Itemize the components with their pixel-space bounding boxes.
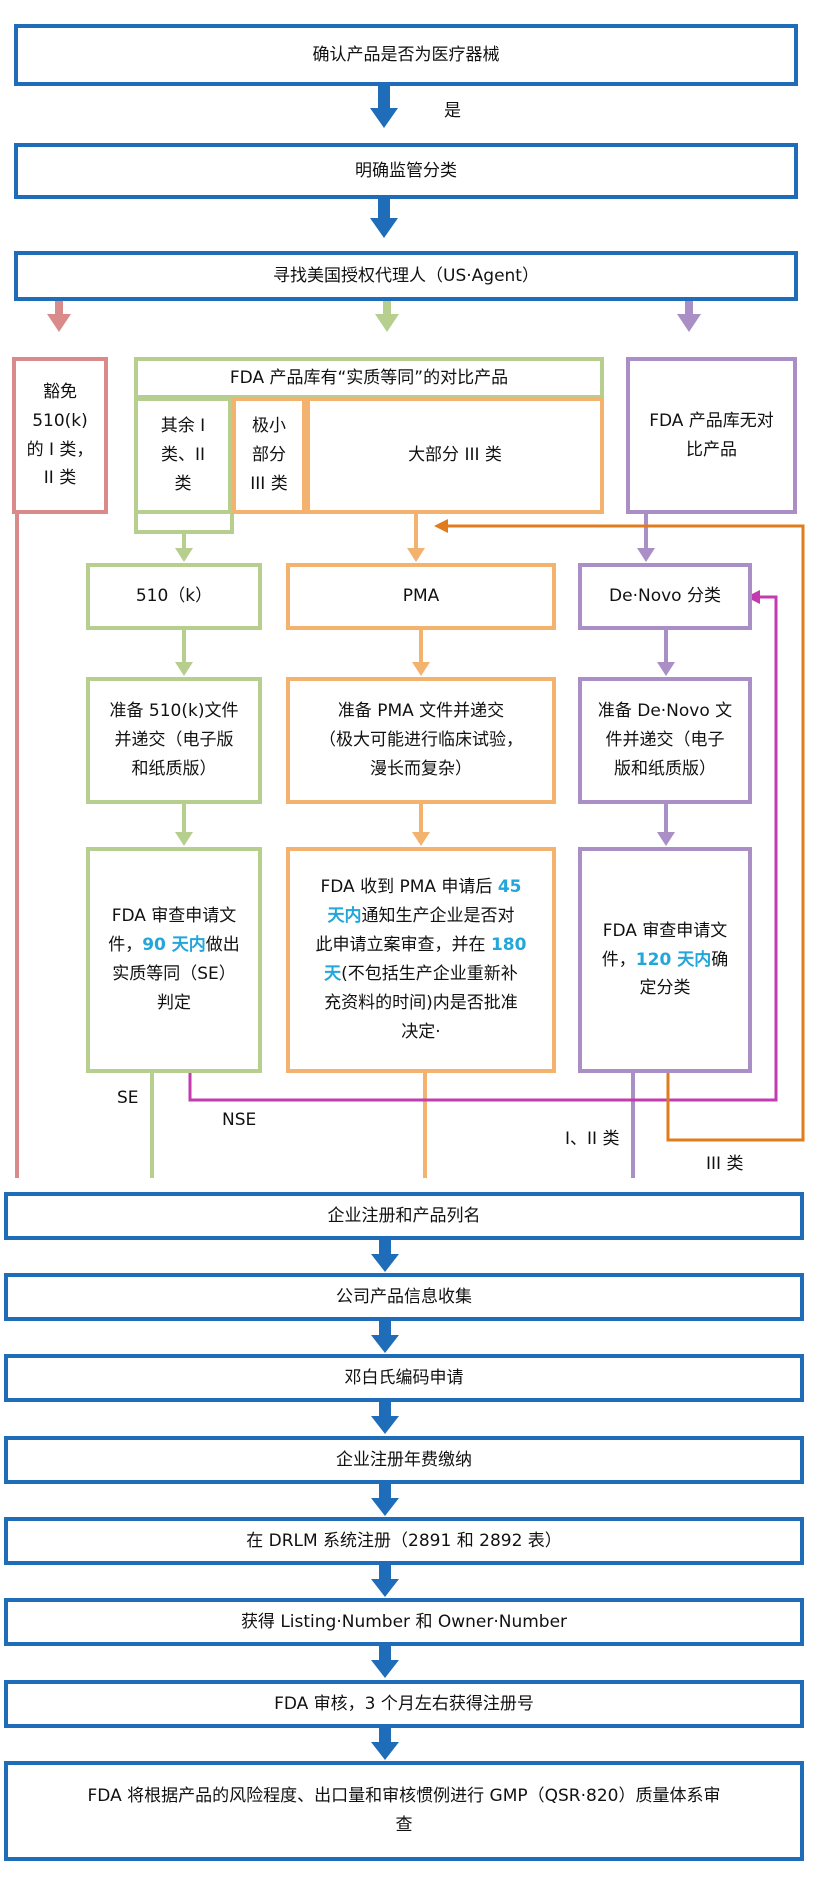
no-equiv-line-1: FDA 产品库无对 <box>649 410 774 431</box>
step-registration-listing: 企业注册和产品列名 <box>4 1192 804 1240</box>
step-us-agent: 寻找美国授权代理人（US·Agent） <box>14 251 798 301</box>
review-pma-line-6: 决定· <box>401 1021 441 1042</box>
class3-line <box>440 524 805 1142</box>
prepare-pma-line-3: 漫长而复杂） <box>370 758 472 779</box>
bottom-arrows <box>371 1240 399 1760</box>
review-510k-line-2: 件，90 天内做出 <box>108 935 240 956</box>
prepare-denovo-line-1: 准备 De·Novo 文 <box>597 701 733 722</box>
prepare-denovo-line-2: 件并递交（电子 <box>605 730 725 751</box>
step-annual-fee: 企业注册年费缴纳 <box>4 1436 804 1484</box>
gmp-line-2: 查 <box>395 1815 413 1835</box>
review-510k-highlight: 90 天内 <box>142 935 206 956</box>
review-denovo-line-3: 定分类 <box>639 978 691 999</box>
se-label: SE <box>117 1088 139 1108</box>
nse-line <box>188 595 778 1102</box>
green-bracket <box>134 512 234 534</box>
path-pma: PMA <box>286 563 556 630</box>
exempt-line-4: II 类 <box>43 468 77 489</box>
purple-arrow <box>677 299 701 332</box>
equiv-header-box: FDA 产品库有“实质等同”的对比产品 <box>134 357 604 399</box>
yes-label: 是 <box>444 101 461 121</box>
prepare-510k-line-2: 并递交（电子版 <box>114 730 234 751</box>
step-fda-review: FDA 审核，3 个月左右获得注册号 <box>4 1680 804 1728</box>
red-arrow <box>47 299 71 332</box>
gmp-line-1: FDA 将根据产品的风险程度、出口量和审核惯例进行 GMP（QSR·820）质量… <box>87 1786 721 1807</box>
no-equiv-line-2: 比产品 <box>685 439 737 460</box>
prepare-pma: 准备 PMA 文件并递交 （极大可能进行临床试验， 漫长而复杂） <box>286 677 556 804</box>
review-denovo-line-2: 件，120 天内确 <box>601 949 729 970</box>
exempt-line-1: 豁免 <box>42 381 77 402</box>
equiv-small-line-2: 部分 <box>251 445 286 466</box>
exempt-box: 豁免 510(k) 的 I 类， II 类 <box>12 357 108 514</box>
review-510k-line-1: FDA 审查申请文 <box>111 906 237 927</box>
prepare-510k-line-3: 和纸质版） <box>131 758 217 779</box>
path-510k: 510（k） <box>86 563 262 630</box>
prepare-pma-line-1: 准备 PMA 文件并递交 <box>337 701 505 722</box>
review-denovo: FDA 审查申请文 件，120 天内确 定分类 <box>578 847 752 1073</box>
prepare-510k-line-1: 准备 510(k)文件 <box>109 701 239 722</box>
step-duns-application: 邓白氏编码申请 <box>4 1354 804 1402</box>
path-pma-text: PMA <box>402 586 440 607</box>
step-listing-owner-number: 获得 Listing·Number 和 Owner·Number <box>4 1598 804 1646</box>
exempt-line-3: 的 I 类， <box>26 439 94 460</box>
review-pma-line-5: 充资料的时间)内是否批准 <box>324 992 518 1013</box>
step-info-collection: 公司产品信息收集 <box>4 1273 804 1321</box>
no-equiv-box: FDA 产品库无对 比产品 <box>626 357 797 514</box>
step-confirm-device: 确认产品是否为医疗器械 <box>14 24 798 86</box>
step-gmp-inspection: FDA 将根据产品的风险程度、出口量和审核惯例进行 GMP（QSR·820）质量… <box>4 1761 804 1861</box>
prepare-denovo-line-3: 版和纸质版） <box>614 758 716 779</box>
review-pma-line-4: 天(不包括生产企业重新补 <box>324 964 518 984</box>
equiv-small-box: 极小 部分 III 类 <box>232 397 306 514</box>
equiv-header-text: FDA 产品库有“实质等同”的对比产品 <box>229 367 509 388</box>
review-pma-line-3: 此申请立案审查，并在 180 <box>315 935 527 956</box>
prepare-pma-line-2: （极大可能进行临床试验， <box>319 730 523 751</box>
nse-label: NSE <box>222 1110 257 1130</box>
review-510k-line-4: 判定 <box>156 992 191 1013</box>
class3-label: III 类 <box>706 1154 744 1174</box>
review-pma-line-2: 天内通知生产企业是否对 <box>327 906 515 927</box>
review-pma: FDA 收到 PMA 申请后 45 天内通知生产企业是否对 此申请立案审查，并在… <box>286 847 556 1073</box>
review-510k: FDA 审查申请文 件，90 天内做出 实质等同（SE） 判定 <box>86 847 262 1073</box>
prepare-510k: 准备 510(k)文件 并递交（电子版 和纸质版） <box>86 677 262 804</box>
class12-label: I、II 类 <box>565 1129 620 1149</box>
step-drlm-registration: 在 DRLM 系统注册（2891 和 2892 表） <box>4 1517 804 1565</box>
equiv-rest-line-3: 类 <box>174 473 192 494</box>
blue-arrow-1 <box>370 86 398 128</box>
equiv-rest-line-1: 其余 I <box>160 416 206 437</box>
step-classification: 明确监管分类 <box>14 143 798 199</box>
review-510k-line-3: 实质等同（SE） <box>112 964 236 984</box>
green-arrow <box>375 299 399 332</box>
equiv-most-text: 大部分 III 类 <box>408 445 502 466</box>
blue-arrow-2 <box>370 196 398 238</box>
prepare-denovo: 准备 De·Novo 文 件并递交（电子 版和纸质版） <box>578 677 752 804</box>
step-confirm-device-text: 确认产品是否为医疗器械 <box>312 44 500 65</box>
review-pma-line-1: FDA 收到 PMA 申请后 45 <box>320 877 522 898</box>
equiv-small-line-3: III 类 <box>250 473 288 494</box>
path-denovo-text: De·Novo 分类 <box>609 586 721 607</box>
equiv-rest-box: 其余 I 类、II 类 <box>134 397 232 514</box>
exempt-line-2: 510(k) <box>32 410 88 431</box>
equiv-most-box: 大部分 III 类 <box>306 397 604 514</box>
equiv-rest-line-2: 类、II <box>160 445 205 466</box>
path-510k-text: 510（k） <box>135 586 213 607</box>
review-denovo-line-1: FDA 审查申请文 <box>602 920 728 941</box>
step-us-agent-text: 寻找美国授权代理人（US·Agent） <box>273 265 539 286</box>
path-denovo: De·Novo 分类 <box>578 563 752 630</box>
step-classification-text: 明确监管分类 <box>355 160 457 181</box>
equiv-small-line-1: 极小 <box>251 416 286 437</box>
